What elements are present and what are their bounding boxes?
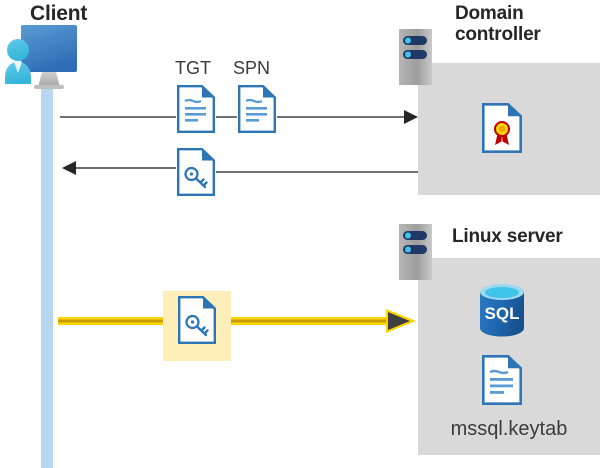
domain-controller-title: Domain controller — [455, 3, 541, 46]
server-rack-icon — [399, 224, 432, 280]
text-document-icon — [177, 85, 215, 133]
text-document-icon — [238, 85, 276, 133]
certificate-document-icon — [482, 103, 522, 153]
key-document-icon — [178, 296, 216, 344]
spn-label: SPN — [233, 58, 271, 78]
key-document-icon — [177, 148, 215, 196]
client-title: Client — [30, 2, 88, 25]
server-rack-icon — [399, 29, 432, 85]
linux-server-title: Linux server — [452, 226, 563, 247]
sql-database-icon: SQL — [480, 284, 524, 337]
tgt-label: TGT — [175, 58, 211, 78]
keytab-filename-label: mssql.keytab — [450, 418, 568, 440]
client-computer-user-icon — [5, 25, 77, 89]
text-document-icon — [482, 355, 522, 405]
client-lifeline — [41, 88, 53, 468]
sql-text: SQL — [485, 304, 520, 323]
